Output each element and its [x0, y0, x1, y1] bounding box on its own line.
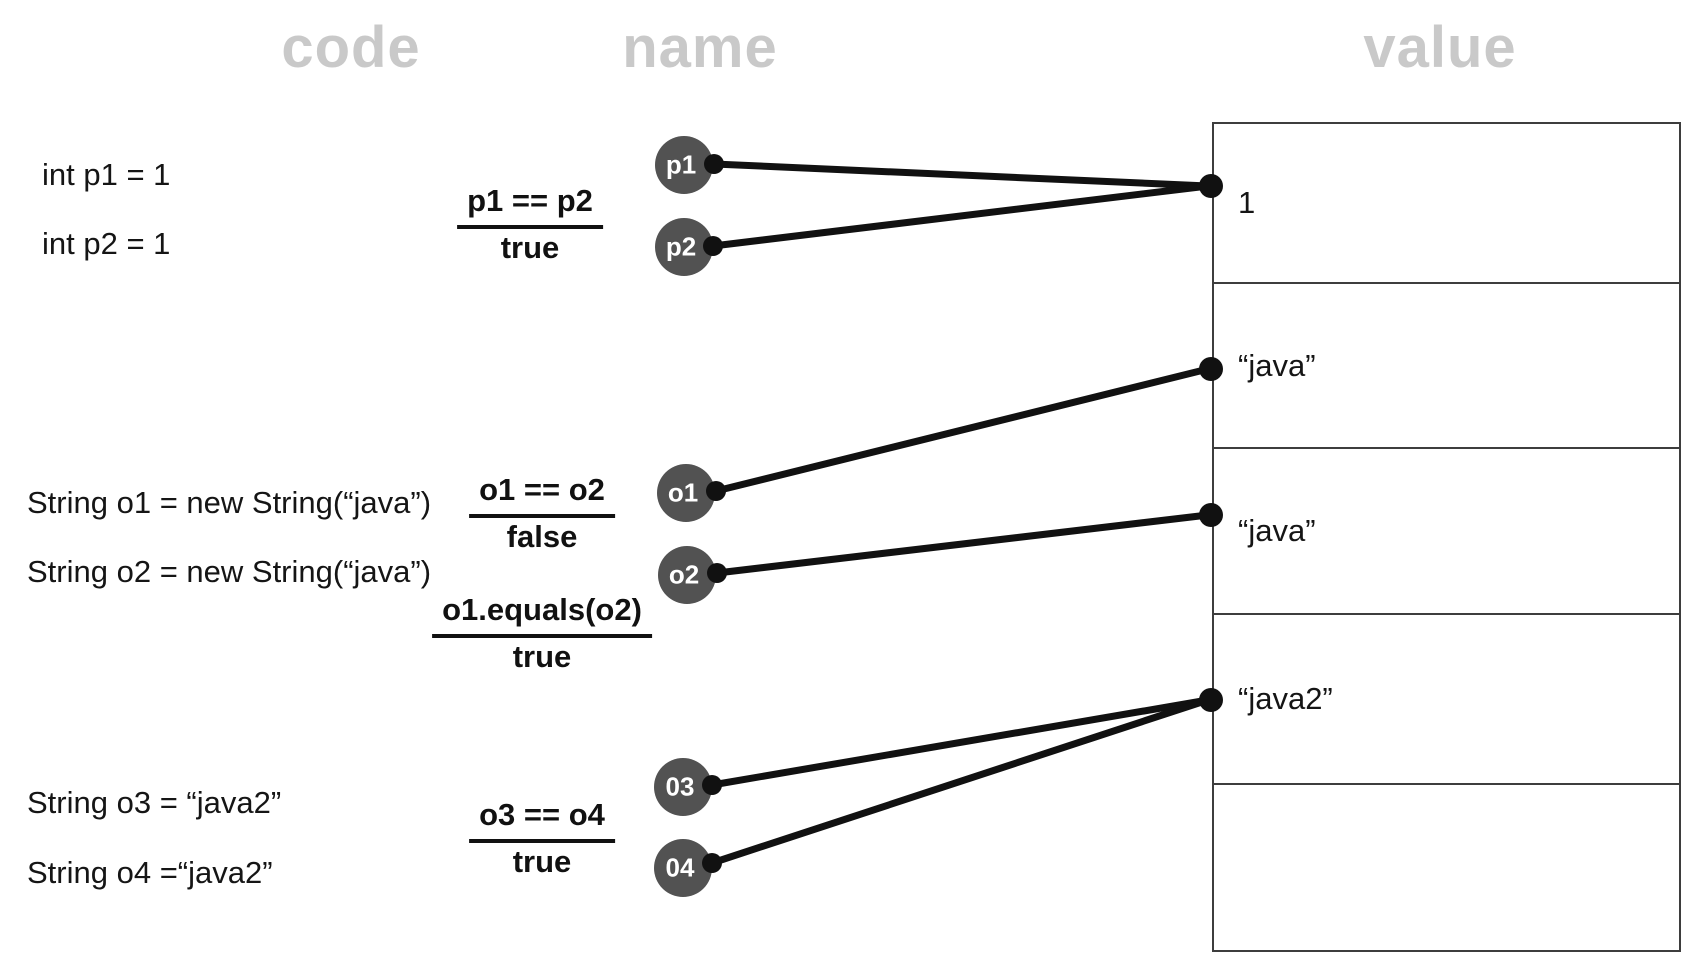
connector-p2-to-value1: [709, 182, 1212, 250]
pointer-dot-o4: [702, 853, 722, 873]
column-header-code: code: [281, 15, 421, 80]
comparison-result: true: [500, 230, 560, 265]
value-table: 1 “java” “java” “java2”: [1212, 122, 1681, 952]
comparison-expression: o3 == o4: [469, 795, 615, 843]
code-line-string-o3: String o3 = “java2”: [27, 785, 282, 820]
comparison-o3-eq-o4: o3 == o4 true: [469, 795, 615, 881]
pointer-dot-p2: [703, 236, 723, 256]
name-node-label-o3: 03: [665, 771, 695, 802]
name-node-label-p1: p1: [665, 149, 697, 180]
comparison-expression: p1 == p2: [457, 181, 603, 229]
comparison-o1-equals-o2: o1.equals(o2) true: [432, 590, 652, 676]
value-cell-java2: “java2”: [1214, 613, 1679, 783]
code-line-string-o1: String o1 = new String(“java”): [27, 485, 432, 520]
name-node-label-o2: o2: [668, 559, 700, 590]
column-header-value: value: [1363, 15, 1517, 80]
code-line-int-p2: int p2 = 1: [42, 226, 171, 261]
value-cell-1: 1: [1238, 185, 1256, 220]
connector-o1-to-java-a: [712, 365, 1212, 495]
connector-p1-to-value1: [710, 160, 1212, 190]
name-node-label-p2: p2: [665, 231, 697, 262]
connector-o2-to-java-b: [713, 511, 1212, 577]
comparison-expression: o1.equals(o2): [432, 590, 652, 638]
comparison-result: true: [512, 844, 572, 879]
pointer-dot-o1: [706, 481, 726, 501]
column-header-name: name: [622, 15, 778, 80]
comparison-o1-eq-o2: o1 == o2 false: [469, 470, 615, 556]
code-line-int-p1: int p1 = 1: [42, 157, 171, 192]
comparison-result: true: [512, 639, 572, 674]
connector-o4-to-java2: [708, 696, 1212, 867]
value-cell-java-b: “java”: [1214, 447, 1679, 613]
comparison-p1-eq-p2: p1 == p2 true: [457, 181, 603, 267]
name-node-label-o1: o1: [667, 477, 699, 508]
name-node-label-o4: 04: [665, 852, 695, 883]
connector-o3-to-java2: [708, 696, 1212, 789]
pointer-dot-o2: [707, 563, 727, 583]
code-line-string-o2: String o2 = new String(“java”): [27, 554, 432, 589]
pointer-dot-p1: [704, 154, 724, 174]
comparison-result: false: [506, 519, 578, 554]
code-line-string-o4: String o4 =“java2”: [27, 855, 273, 890]
pointer-dot-o3: [702, 775, 722, 795]
comparison-expression: o1 == o2: [469, 470, 615, 518]
value-cell-java-a: “java”: [1214, 282, 1679, 447]
value-cell-empty: [1214, 783, 1679, 950]
